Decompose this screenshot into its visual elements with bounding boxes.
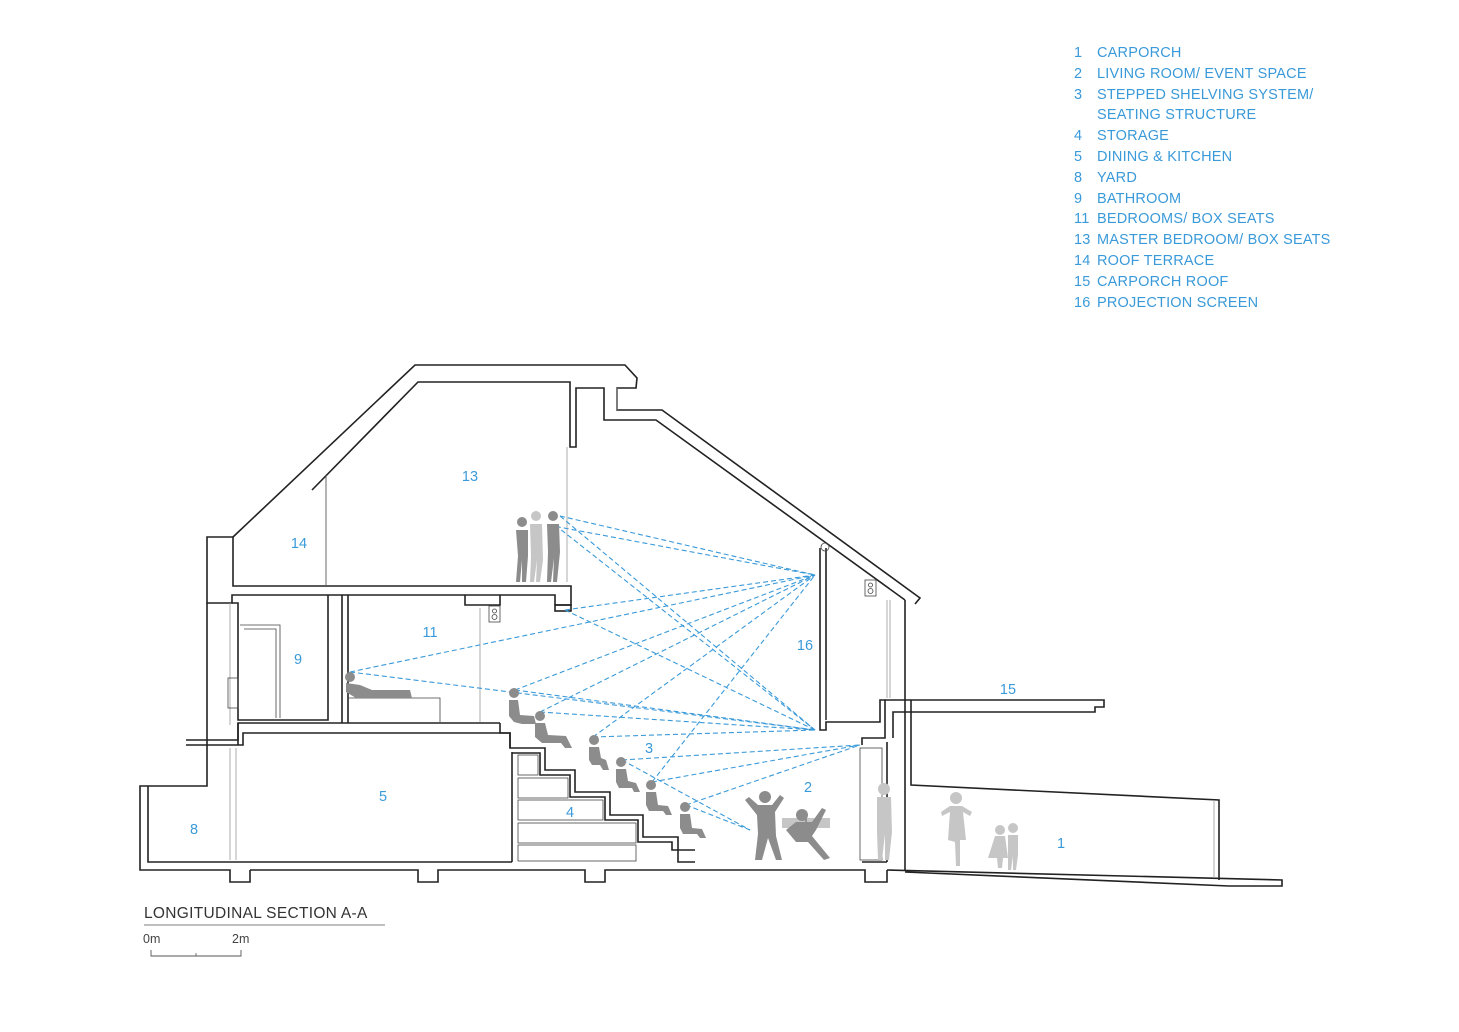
room-label-5: 5 xyxy=(379,789,387,805)
scale-start-label: 0m xyxy=(143,932,160,946)
standing-person-figure xyxy=(941,792,972,866)
room-label-3: 3 xyxy=(645,741,653,757)
legend-item-number: 15 xyxy=(1074,273,1091,290)
standing-person-figure xyxy=(516,517,528,582)
room-labels: 1 2 3 4 5 8 9 11 13 14 15 16 xyxy=(190,469,1065,852)
legend-item-text: ROOF TERRACE xyxy=(1097,252,1215,269)
ping-pong-player-figure xyxy=(786,808,830,860)
legend-item-text: CARPORCH xyxy=(1097,45,1182,61)
legend-item-number: 5 xyxy=(1074,148,1083,165)
legend-item-number: 4 xyxy=(1074,128,1083,145)
room-label-9: 9 xyxy=(294,652,302,668)
seated-person-figure xyxy=(680,802,706,838)
seated-person-figure xyxy=(509,688,536,724)
legend-item-text: BATHROOM xyxy=(1097,190,1182,207)
room-label-4: 4 xyxy=(566,805,574,821)
room-label-14: 14 xyxy=(291,536,307,552)
people xyxy=(345,511,1018,870)
ping-pong-player-figure xyxy=(745,791,784,860)
legend-item-text: PROJECTION SCREEN xyxy=(1097,294,1259,311)
legend-item-number: 16 xyxy=(1074,294,1091,311)
legend-item-text: STEPPED SHELVING SYSTEM/ xyxy=(1097,86,1314,103)
legend-item-number: 3 xyxy=(1074,86,1083,103)
legend-item-text: LIVING ROOM/ EVENT SPACE xyxy=(1097,65,1307,82)
child-figure xyxy=(988,825,1008,868)
room-label-11: 11 xyxy=(422,625,437,641)
legend-item-text: DINING & KITCHEN xyxy=(1097,148,1233,165)
reclining-person-figure xyxy=(345,672,412,698)
legend-item-text: STORAGE xyxy=(1097,128,1170,145)
standing-person-figure xyxy=(530,511,543,582)
child-figure xyxy=(1008,823,1018,870)
legend-item-text: SEATING STRUCTURE xyxy=(1097,107,1257,124)
structure xyxy=(139,536,1283,887)
legend-item-number: 13 xyxy=(1074,232,1091,249)
room-label-2: 2 xyxy=(804,780,812,796)
room-label-16: 16 xyxy=(797,638,813,654)
legend-item-number: 9 xyxy=(1074,190,1083,207)
roof xyxy=(232,364,922,605)
room-label-8: 8 xyxy=(190,822,198,838)
drawing-title: LONGITUDINAL SECTION A-A xyxy=(144,905,368,922)
legend-item-text: MASTER BEDROOM/ BOX SEATS xyxy=(1097,232,1331,249)
seated-person-figure xyxy=(589,735,609,770)
legend-item-number: 14 xyxy=(1074,252,1091,269)
legend-item-text: CARPORCH ROOF xyxy=(1097,273,1229,290)
seated-person-figure xyxy=(646,780,672,815)
standing-person-figure xyxy=(547,511,560,582)
room-label-13: 13 xyxy=(462,469,478,485)
legend-item-text: YARD xyxy=(1097,169,1138,186)
sight-lines xyxy=(349,515,861,831)
legend-item-text: BEDROOMS/ BOX SEATS xyxy=(1097,211,1275,228)
legend-item-number: 11 xyxy=(1074,211,1090,228)
legend-item-number: 1 xyxy=(1074,45,1083,61)
seated-person-figure xyxy=(616,757,640,792)
scale-end-label: 2m xyxy=(232,932,249,946)
room-label-15: 15 xyxy=(1000,682,1016,698)
seated-person-figure xyxy=(535,711,572,748)
legend-item-number: 2 xyxy=(1074,65,1083,82)
room-label-1: 1 xyxy=(1057,836,1065,852)
standing-person-figure xyxy=(877,783,892,860)
legend-item-number: 8 xyxy=(1074,169,1083,186)
